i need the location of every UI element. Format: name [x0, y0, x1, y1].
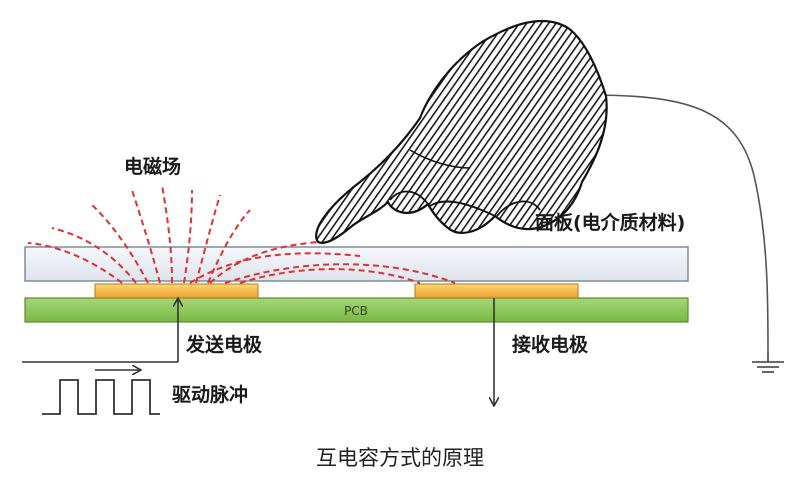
- receive-electrode-label: 接收电极: [512, 334, 589, 356]
- pcb-board: [24, 297, 689, 323]
- transmit-electrode-label: 发送电极: [186, 334, 263, 356]
- ground-wire: [589, 94, 769, 353]
- pcb-label: PCB: [344, 304, 368, 318]
- receive-electrode: [414, 283, 579, 299]
- em-field-label: 电磁场: [124, 156, 182, 178]
- pointing-hand-icon: [315, 19, 608, 244]
- figure-caption: 互电容方式的原理: [316, 446, 484, 470]
- panel-label: 面板(电介质材料): [535, 212, 686, 234]
- ground-symbol-icon: [752, 352, 784, 373]
- electric-field-lines: [27, 184, 456, 284]
- drive-pulse-label: 驱动脉冲: [172, 384, 249, 406]
- transmit-electrode: [94, 283, 259, 299]
- square-wave-icon: [42, 379, 160, 415]
